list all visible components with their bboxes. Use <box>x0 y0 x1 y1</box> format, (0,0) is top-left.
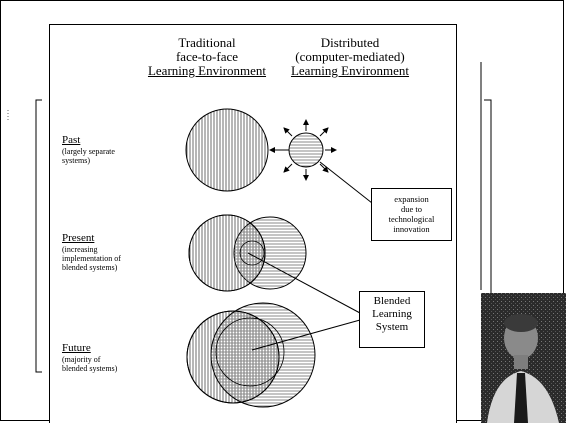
row-desc-present-1: (increasing <box>62 245 98 254</box>
speaker-photo <box>481 293 566 423</box>
expansion-line2: due to <box>400 204 422 214</box>
row-desc-future-1: (majority of <box>62 355 101 364</box>
expansion-line1: expansion <box>394 194 429 204</box>
row-title-present: Present <box>62 232 95 244</box>
expansion-arrows <box>283 119 337 181</box>
past-traditional-circle <box>185 108 269 192</box>
row-desc-past-2: systems) <box>62 156 90 165</box>
row-label-present: Present (increasing implementation of bl… <box>62 232 121 272</box>
expansion-callout: expansion due to technological innovatio… <box>371 188 452 241</box>
traditional-header-line1: Traditional <box>178 35 236 50</box>
traditional-header-line2: face-to-face <box>175 49 239 64</box>
past-distributed-circle <box>288 132 324 168</box>
blended-learning-callout: Blended Learning System <box>359 291 425 348</box>
blended-line3: System <box>375 321 409 333</box>
blended-leader-line-present <box>247 252 361 314</box>
traditional-column-header: Traditional face-to-face Learning Enviro… <box>122 36 292 78</box>
future-distributed-circle <box>210 302 316 408</box>
distributed-header-line1: Distributed <box>320 35 380 50</box>
row-title-past: Past <box>62 134 81 146</box>
row-desc-future-2: blended systems) <box>62 364 118 373</box>
row-desc-past-1: (largely separate <box>62 147 115 156</box>
blended-line2: Learning <box>372 308 412 320</box>
expansion-line3: technological <box>388 214 435 224</box>
traditional-header-line3: Learning Environment <box>147 63 267 78</box>
blended-leader-line-future <box>251 319 361 351</box>
distributed-column-header: Distributed (computer-mediated) Learning… <box>270 36 430 78</box>
distributed-header-line2: (computer-mediated) <box>295 49 405 64</box>
distributed-header-line3: Learning Environment <box>290 63 410 78</box>
expansion-leader-line <box>319 161 373 204</box>
row-label-future: Future (majority of blended systems) <box>62 342 117 373</box>
expansion-line4: innovation <box>393 224 430 234</box>
row-desc-present-2: implementation of <box>62 254 121 263</box>
row-label-past: Past (largely separate systems) <box>62 134 115 165</box>
blended-line1: Blended <box>373 295 411 307</box>
row-title-future: Future <box>62 342 91 354</box>
row-desc-present-3: blended systems) <box>62 263 118 272</box>
